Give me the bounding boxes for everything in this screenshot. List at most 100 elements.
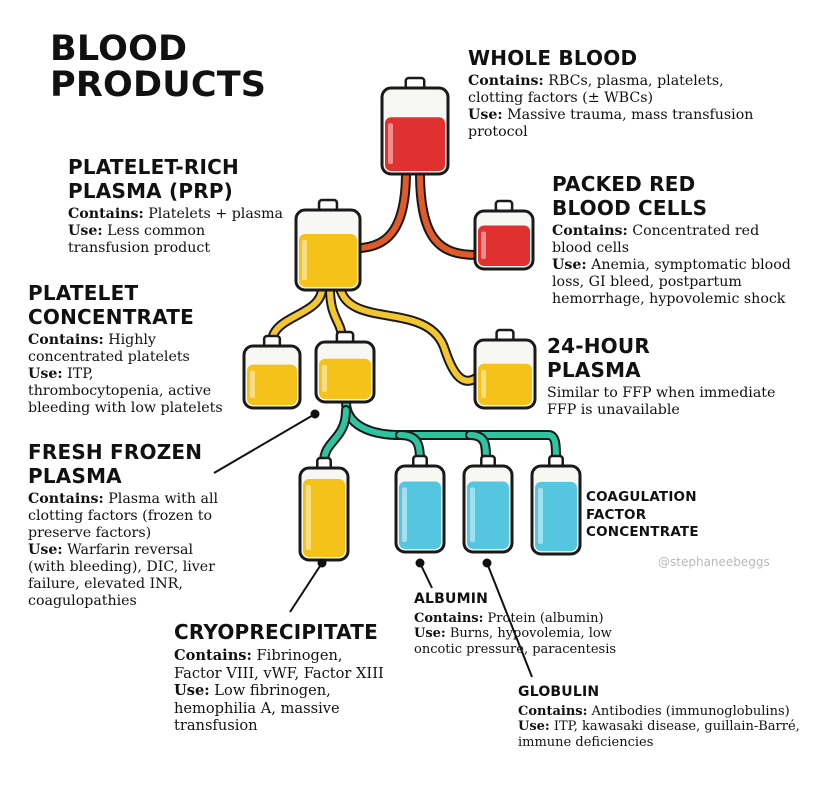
heading-line: FRESH FROZEN — [28, 440, 203, 464]
heading-line: ALBUMIN — [414, 591, 489, 607]
product-heading: GLOBULIN — [518, 684, 800, 701]
field-text: Protein (albumin) — [483, 610, 604, 626]
field-label: Contains: — [68, 206, 144, 222]
field-text: thrombocytopenia, active — [28, 383, 212, 400]
field-text: Platelets + plasma — [143, 206, 283, 222]
field-text: Anemia, symptomatic blood — [586, 257, 791, 274]
field-text: bleeding with low platelets — [28, 400, 223, 417]
field-label: Contains: — [174, 647, 252, 664]
bag-shine — [306, 485, 311, 550]
heading-line: PLASMA (PRP) — [68, 179, 234, 203]
description-line: Contains: Plasma with all — [28, 491, 218, 508]
description-line: Contains: RBCs, plasma, platelets, — [468, 73, 753, 90]
field-text: Massive trauma, mass transfusion — [502, 107, 754, 124]
product-description: Contains: RBCs, plasma, platelets,clotti… — [468, 73, 753, 141]
field-label: Use: — [28, 542, 63, 559]
field-text: clotting factors (frozen to — [28, 508, 213, 525]
field-text: Similar to FFP when immediate — [547, 385, 776, 401]
title-line: BLOOD — [50, 29, 188, 69]
heading-line: CONCENTRATE — [28, 305, 194, 329]
description-line: thrombocytopenia, active — [28, 383, 223, 400]
field-text: blood cells — [552, 240, 629, 257]
cryoprecipitate-label: CRYOPRECIPITATE Contains: Fibrinogen,Fact… — [174, 620, 384, 735]
heading-line: 24-HOUR — [547, 334, 650, 358]
description-line: FFP is unavailable — [547, 402, 775, 419]
tubes — [267, 167, 561, 467]
field-text: ITP, — [62, 366, 94, 383]
globulin-label: GLOBULIN Contains: Antibodies (immunoglob… — [518, 684, 800, 751]
description-line: Use: Burns, hypovolemia, low — [414, 626, 616, 642]
product-heading: CRYOPRECIPITATE — [174, 620, 384, 644]
cryoprecipitate-bag — [298, 456, 350, 562]
heading-line: PLASMA — [547, 358, 641, 382]
ffp-bag — [314, 330, 376, 404]
description-line: Use: ITP, kawasaki disease, guillain-Bar… — [518, 719, 800, 735]
field-text: hemorrhage, hypovolemic shock — [552, 291, 786, 308]
bag-fluid — [478, 363, 532, 405]
product-description: Contains: Protein (albumin)Use: Burns, h… — [414, 611, 616, 658]
field-text: Low fibrinogen, — [209, 682, 331, 699]
field-text: Factor VIII, vWF, Factor XIII — [174, 664, 384, 682]
albumin-bag — [394, 454, 446, 554]
description-line: hemophilia A, massive — [174, 700, 384, 718]
field-label: Contains: — [28, 332, 104, 348]
field-label: Contains: — [518, 703, 588, 719]
plasma-24h-bag — [473, 328, 537, 410]
description-line: Similar to FFP when immediate — [547, 385, 775, 402]
description-line: Contains: Platelets + plasma — [68, 206, 283, 223]
field-label: Contains: — [552, 223, 628, 239]
field-text: concentrated platelets — [28, 349, 190, 366]
page-title: BLOOD PRODUCTS — [50, 29, 266, 103]
description-line: oncotic pressure, paracentesis — [414, 642, 616, 658]
bag-fluid — [385, 117, 445, 171]
description-line: Contains: Fibrinogen, — [174, 647, 384, 665]
bag-shine — [250, 370, 255, 398]
field-text: Plasma with all — [103, 491, 219, 507]
description-line: clotting factors (frozen to — [28, 508, 218, 525]
leader-cryo-dot — [317, 558, 327, 568]
product-heading: ALBUMIN — [414, 591, 616, 608]
whole-blood-bag — [380, 76, 450, 176]
watermark: @stephaneebeggs — [658, 555, 770, 569]
whole-blood-label: WHOLE BLOOD Contains: RBCs, plasma, plate… — [468, 46, 753, 141]
description-line: transfusion — [174, 717, 384, 735]
bag-fluid — [319, 358, 371, 399]
leader-albumin — [419, 562, 433, 589]
description-line: Contains: Concentrated red — [552, 223, 791, 240]
field-text: failure, elevated INR, — [28, 576, 183, 593]
field-label: Use: — [468, 107, 503, 124]
prp-bag — [294, 198, 362, 292]
tube-prp-to-24h-fill — [337, 285, 479, 384]
description-line: Use: Low fibrinogen, — [174, 682, 384, 700]
field-label: Contains: — [468, 73, 544, 89]
product-heading: WHOLE BLOOD — [468, 46, 753, 70]
field-text: Antibodies (immunoglobulins) — [587, 703, 790, 719]
field-text: immune deficiencies — [518, 734, 654, 750]
leader-ffp-dot — [310, 409, 320, 419]
product-description: Contains: Antibodies (immunoglobulins)Us… — [518, 704, 800, 751]
field-label: Use: — [414, 626, 446, 642]
heading-line: CONCENTRATE — [586, 524, 699, 541]
description-line: concentrated platelets — [28, 349, 223, 366]
field-text: Warfarin reversal — [62, 542, 194, 559]
description-line: failure, elevated INR, — [28, 576, 218, 593]
field-text: (with bleeding), DIC, liver — [28, 559, 215, 576]
heading-line: CRYOPRECIPITATE — [174, 620, 379, 644]
leader-globulin-dot — [482, 558, 492, 568]
description-line: Contains: Antibodies (immunoglobulins) — [518, 704, 800, 720]
field-label: Use: — [552, 257, 587, 274]
description-line: coagulopathies — [28, 593, 218, 610]
description-line: hemorrhage, hypovolemic shock — [552, 291, 791, 308]
field-text: Fibrinogen, — [251, 647, 343, 664]
field-text: hemophilia A, massive — [174, 699, 340, 717]
description-line: (with bleeding), DIC, liver — [28, 559, 218, 576]
bag-fluid — [303, 479, 345, 557]
bag-shine — [302, 240, 307, 280]
